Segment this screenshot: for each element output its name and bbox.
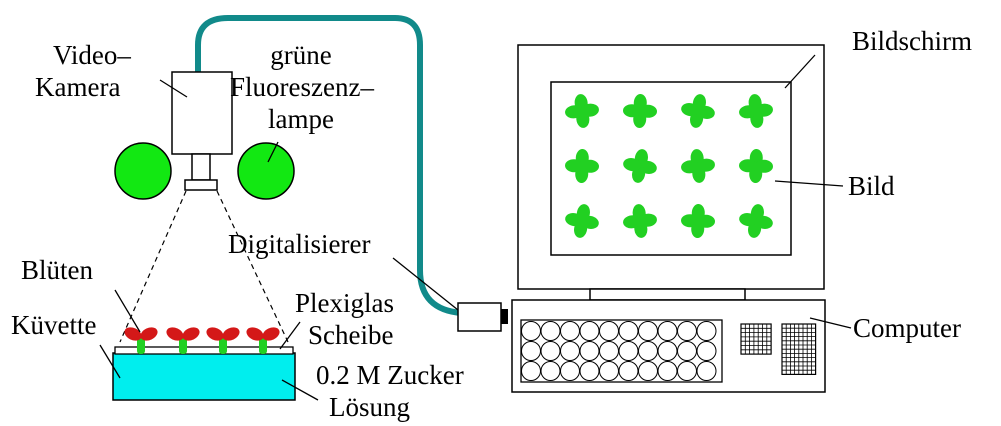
keyboard-key: [638, 341, 658, 361]
video-camera-body: [171, 71, 233, 155]
label-solution-line1: 0.2 M Zucker: [316, 360, 464, 390]
plexiglas-plate: [114, 346, 294, 355]
keyboard-key: [560, 321, 580, 341]
screen-plant: [739, 94, 773, 128]
view-cone-left: [119, 190, 187, 343]
plexiglas-pointer-line: [279, 321, 301, 350]
label-camera-line2: Kamera: [35, 72, 121, 102]
label-digitizer: Digitalisierer: [228, 229, 371, 259]
keyboard-key: [540, 361, 561, 381]
keyboard-key: [540, 321, 561, 341]
screen-plant: [565, 94, 599, 128]
screen-pointer-line: [784, 54, 816, 89]
screen-plant-grid: [565, 94, 773, 238]
keyboard-key: [579, 321, 600, 341]
label-cuvette: Küvette: [11, 310, 97, 340]
screen-plant: [623, 204, 657, 238]
lamp-pointer-line: [267, 141, 279, 163]
screen-plant: [739, 149, 773, 183]
keyboard-key: [696, 341, 717, 361]
screen-plant: [681, 149, 715, 183]
keyboard-key: [540, 341, 561, 361]
keyboard-key: [657, 341, 678, 361]
solution-pointer-line: [281, 379, 319, 401]
keyboard-key: [696, 321, 717, 341]
video-cable: [195, 15, 465, 316]
flower: [246, 327, 280, 354]
label-image: Bild: [848, 171, 895, 201]
keyboard-key: [657, 361, 678, 381]
keyboard-key: [657, 321, 678, 341]
camera-pointer-line: [159, 79, 188, 98]
screen-plant: [565, 149, 599, 183]
label-plexiglas-line1: Plexiglas: [295, 288, 394, 318]
keyboard-key: [521, 321, 541, 341]
keyboard-key: [599, 341, 619, 361]
flower: [206, 327, 240, 354]
digitizer-plug: [501, 309, 508, 324]
screen-plant: [681, 204, 715, 238]
digitizer-pointer-line: [392, 257, 459, 311]
cuvette-pointer-line: [99, 344, 121, 379]
view-cone-right: [216, 190, 289, 343]
screen-plant: [681, 94, 715, 128]
screen-plant: [623, 149, 657, 183]
keyboard-key: [677, 361, 697, 381]
keyboard-key: [677, 321, 697, 341]
label-computer: Computer: [853, 313, 961, 343]
flowers-group: [124, 327, 280, 354]
keypad-large: [781, 323, 817, 376]
camera-lens: [191, 153, 211, 181]
label-camera-line1: Video–: [53, 40, 131, 70]
keyboard-key: [618, 321, 639, 341]
keyboard-key: [560, 341, 580, 361]
camera-lens-ring: [184, 179, 218, 191]
screen-plant: [739, 204, 773, 238]
label-plexiglas-line2: Scheibe: [308, 320, 394, 350]
keyboard-key: [521, 341, 541, 361]
keyboard-key: [677, 341, 697, 361]
image-pointer-line: [774, 180, 844, 187]
computer-pointer-line: [809, 317, 852, 329]
flower: [166, 327, 200, 354]
label-solution-line2: Lösung: [329, 392, 410, 422]
screen-plant: [623, 94, 657, 128]
keyboard-key: [638, 321, 658, 341]
keyboard-key: [618, 361, 639, 381]
fluorescent-lamp-left: [114, 142, 172, 200]
label-lamp-line2: Fluoreszenz–: [230, 72, 374, 102]
keyboard-key: [560, 361, 580, 381]
keyboard-key: [599, 361, 619, 381]
cuvette-solution: [112, 352, 296, 401]
keyboard-key: [521, 361, 541, 381]
fluorescent-lamp-right: [237, 142, 295, 200]
label-flowers: Blüten: [21, 255, 93, 285]
keyboard-key: [599, 321, 619, 341]
keyboard-keys: [521, 321, 717, 381]
keyboard-key: [696, 361, 717, 381]
flower: [124, 327, 158, 354]
label-lamp-line1: grüne: [270, 40, 332, 70]
label-lamp-line3: lampe: [268, 104, 334, 134]
label-screen: Bildschirm: [852, 26, 972, 56]
keypad-small: [740, 323, 772, 355]
digitizer-box: [457, 302, 502, 332]
keyboard-key: [638, 361, 658, 381]
keyboard-key: [579, 341, 600, 361]
monitor-stand: [589, 288, 746, 301]
keyboard-key: [618, 341, 639, 361]
flowers-pointer-line: [114, 289, 141, 333]
keyboard-key: [579, 361, 600, 381]
screen-plant: [565, 204, 599, 238]
